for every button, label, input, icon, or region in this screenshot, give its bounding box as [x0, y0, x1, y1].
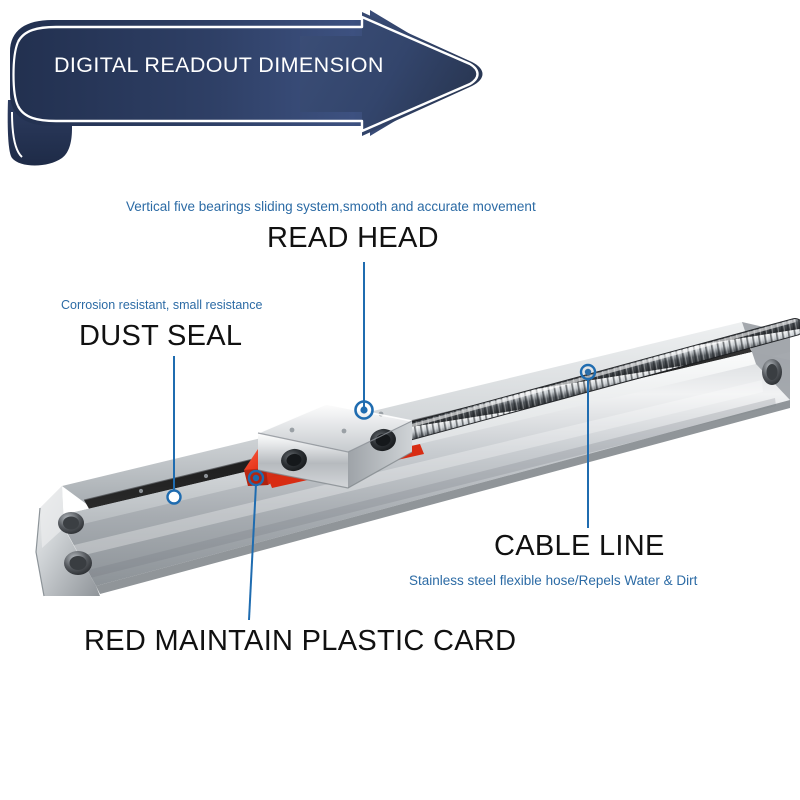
dust-seal-subtitle: Corrosion resistant, small resistance: [61, 298, 263, 312]
scale-body-group: [35, 322, 790, 597]
left-cap-hole-upper-inner: [63, 516, 79, 530]
read-head-top-highlight: [257, 403, 413, 434]
left-cap-outline: [35, 507, 45, 597]
read-head-bottom-edge: [257, 451, 413, 489]
banner-tail-curve: [11, 111, 23, 158]
banner-arrow: DIGITAL READOUT DIMENSION: [0, 0, 520, 170]
banner-inner-outline: [16, 15, 479, 133]
scale-face-sheen: [70, 380, 763, 558]
right-cap-hole-inner: [766, 364, 778, 380]
cable-line-subtitle: Stainless steel flexible hose/Repels Wat…: [409, 573, 698, 588]
read-head-subtitle: Vertical five bearings sliding system,sm…: [126, 199, 536, 214]
read-head-screw-1: [289, 427, 295, 433]
screw-dot-1: [138, 488, 144, 494]
braided-stainless-cable: [399, 318, 800, 441]
read-head-side-face: [348, 421, 412, 488]
banner-arrow-svg: [7, 10, 483, 166]
scale-bottom-edge: [96, 400, 790, 594]
read-head-screw-2: [341, 428, 347, 434]
banner-arrow-head: [300, 12, 483, 136]
read-head-socket-left-inner: [286, 453, 302, 467]
left-cap-top-facet: [40, 486, 64, 548]
scale-front-face: [58, 352, 790, 586]
cable-braid: [400, 319, 800, 440]
banner-title: DIGITAL READOUT DIMENSION: [54, 53, 384, 77]
left-cap-hole-lower-inner: [69, 556, 87, 570]
read-head-title: READ HEAD: [267, 222, 439, 254]
dust-seal-title: DUST SEAL: [79, 320, 243, 352]
red-plastic-card-title: RED MAINTAIN PLASTIC CARD: [84, 625, 517, 657]
screw-dot-2: [203, 473, 209, 479]
cable-line-title: CABLE LINE: [494, 530, 665, 562]
cable-highlight: [408, 319, 796, 428]
banner-fold-curve: [12, 41, 20, 107]
read-head-edge: [257, 420, 413, 453]
left-end-cap: [35, 486, 100, 597]
